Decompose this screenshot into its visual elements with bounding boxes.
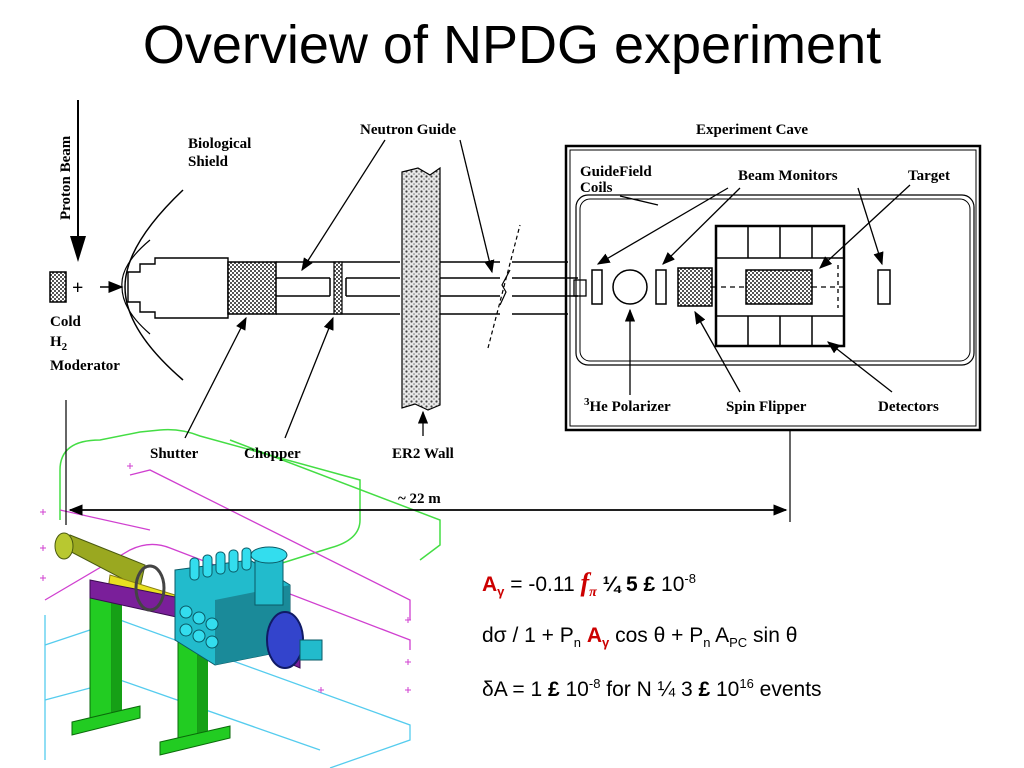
equation-sensitivity: δA = 1 £ 10-8 for N ¼ 3 £ 1016 events [482, 676, 822, 701]
label-guide-field-2: Coils [580, 180, 613, 196]
slide-title: Overview of NPDG experiment [142, 15, 882, 75]
diagram-labels: Proton Beam Biological Shield Neutron Gu… [50, 122, 950, 507]
label-biological-2: Shield [188, 154, 229, 170]
label-target: Target [908, 168, 950, 184]
beamline-schematic [49, 100, 982, 525]
label-plus: + [72, 277, 83, 299]
label-experiment-cave: Experiment Cave [696, 122, 808, 138]
label-shutter: Shutter [150, 446, 199, 462]
label-moderator: Moderator [50, 358, 120, 374]
label-guide-field-1: GuideField [580, 164, 652, 180]
label-er2-wall: ER2 Wall [392, 446, 454, 462]
label-detectors: Detectors [878, 399, 939, 415]
label-biological-1: Biological [188, 136, 251, 152]
label-beam-monitors: Beam Monitors [738, 168, 838, 184]
label-neutron-guide: Neutron Guide [360, 122, 456, 138]
label-he-polarizer: 3He Polarizer [584, 396, 671, 415]
label-spin-flipper: Spin Flipper [726, 399, 807, 415]
label-h2: H2 [50, 334, 68, 353]
label-chopper: Chopper [244, 446, 301, 462]
leader-lines [184, 139, 911, 439]
label-cold: Cold [50, 314, 82, 330]
cad-rendering [40, 428, 441, 768]
label-proton-beam: Proton Beam [58, 135, 74, 220]
equation-asymmetry: Aγ = -0.11 fπ ¼ 5 £ 10-8 [482, 568, 696, 601]
equation-cross-section: dσ / 1 + Pn Aγ cos θ + Pn APC sin θ [482, 624, 798, 651]
label-distance: ~ 22 m [398, 491, 441, 507]
